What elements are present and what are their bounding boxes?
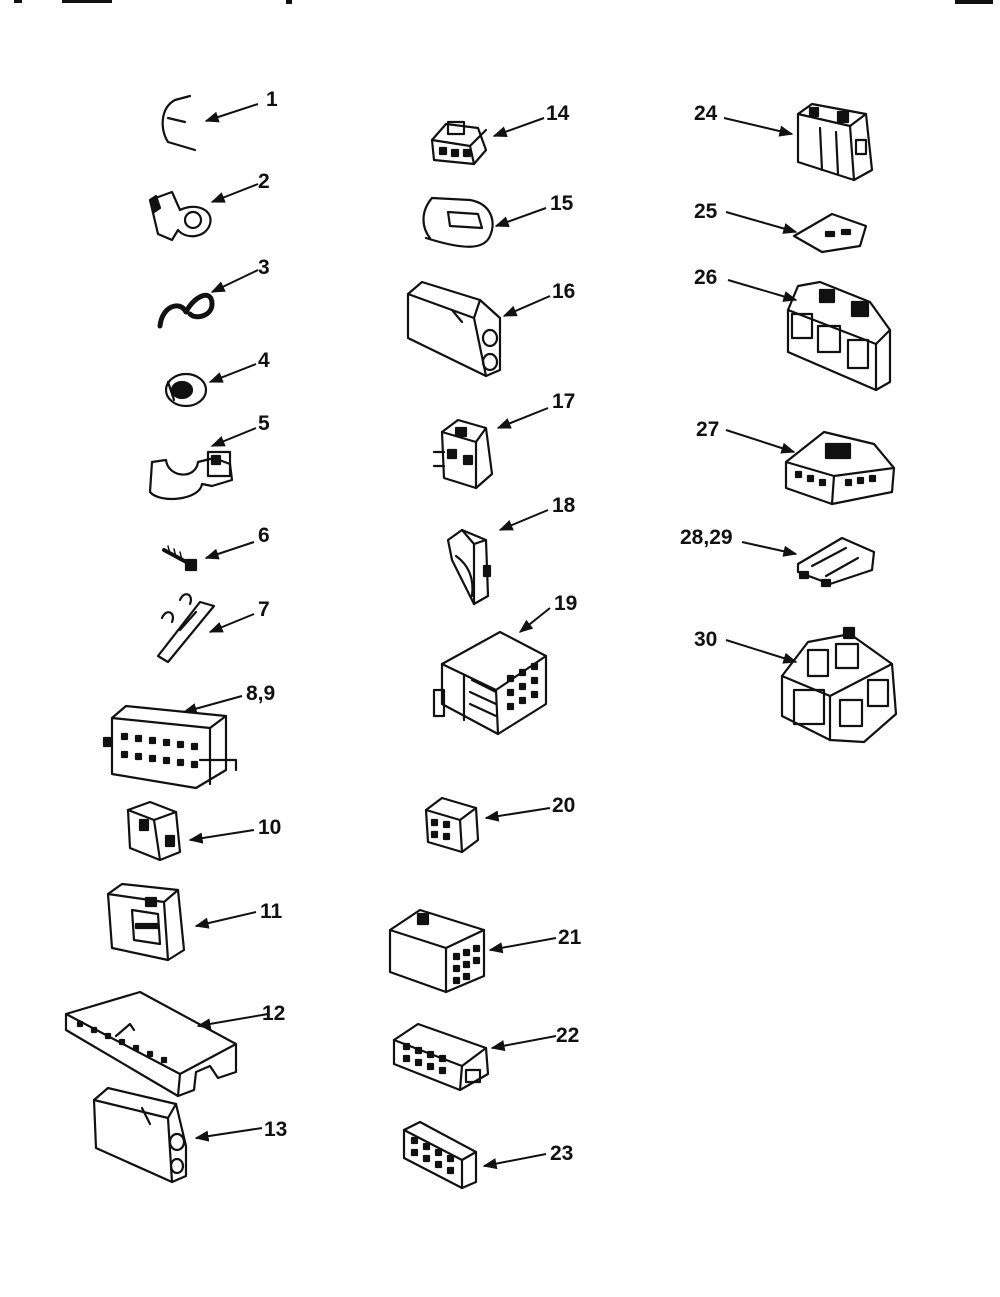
leader-14: [492, 117, 545, 138]
leader-11: [194, 911, 257, 929]
part-17-connector: [432, 418, 494, 490]
leader-8-9: [182, 695, 243, 715]
callout-28-29: 28,29: [680, 526, 733, 549]
part-28-29-clip: [796, 536, 876, 588]
part-26-multi-housing: [786, 280, 892, 392]
part-14-connector: [430, 120, 488, 166]
callout-11: 11: [260, 900, 283, 923]
leader-18: [498, 509, 549, 531]
leader-3: [210, 269, 259, 293]
leader-24: [723, 117, 794, 137]
callout-22: 22: [556, 1024, 579, 1047]
leader-16: [502, 295, 551, 317]
part-1-clip: [161, 94, 197, 152]
callout-10: 10: [258, 816, 281, 839]
callout-19: 19: [554, 592, 577, 615]
leader-30: [725, 639, 798, 664]
leader-12: [196, 1013, 269, 1030]
callout-6: 6: [258, 524, 270, 547]
callout-15: 15: [550, 192, 574, 215]
leader-7: [208, 613, 255, 633]
callout-2: 2: [258, 170, 270, 193]
callout-5: 5: [258, 412, 270, 435]
leader-22: [490, 1035, 557, 1052]
leader-28-29: [741, 541, 798, 557]
callout-16: 16: [552, 280, 575, 303]
part-5-cable-clamp: [148, 450, 234, 500]
callout-26: 26: [694, 266, 717, 289]
part-6-screw: [162, 545, 198, 572]
callout-12: 12: [262, 1002, 285, 1025]
part-21-block-connector: [388, 908, 486, 994]
leader-4: [208, 363, 257, 383]
leader-10: [188, 829, 255, 844]
leader-6: [204, 541, 255, 560]
callout-23: 23: [550, 1142, 573, 1165]
part-30-connector: [780, 626, 898, 744]
leader-17: [496, 407, 549, 429]
part-10-connector: [126, 800, 182, 862]
part-16-housing: [406, 280, 502, 378]
callout-18: 18: [552, 494, 576, 517]
callout-3: 3: [258, 256, 270, 279]
leader-15: [494, 207, 547, 228]
part-7-bracket: [156, 593, 216, 664]
part-8-9-connector: [102, 704, 238, 790]
callout-24: 24: [694, 102, 718, 125]
callout-27: 27: [696, 418, 719, 441]
part-15-sleeve: [422, 196, 494, 248]
leader-2: [210, 183, 259, 203]
callout-21: 21: [558, 926, 582, 949]
part-2-clamp: [148, 190, 212, 242]
part-20-connector: [424, 796, 480, 854]
leader-20: [484, 807, 551, 822]
part-3-spring-clip: [157, 292, 215, 329]
callout-25: 25: [694, 200, 718, 223]
part-13-housing: [92, 1086, 188, 1184]
callout-8-9: 8,9: [246, 682, 275, 705]
leader-13: [194, 1127, 263, 1142]
leader-1: [204, 103, 259, 123]
leader-26: [727, 279, 798, 302]
part-12-terminal-strip: [64, 990, 238, 1098]
callout-30: 30: [694, 628, 717, 651]
leader-27: [725, 429, 796, 454]
scan-edge-marks: [14, 0, 993, 4]
callout-17: 17: [552, 390, 575, 413]
callout-20: 20: [552, 794, 575, 817]
leader-5: [210, 427, 257, 447]
part-18-lock: [446, 528, 492, 606]
callout-13: 13: [264, 1118, 287, 1141]
part-22-connector: [392, 1022, 490, 1092]
callout-4: 4: [258, 349, 270, 372]
part-19-multi-connector: [432, 630, 548, 736]
leader-19: [518, 607, 551, 633]
part-27-connector: [784, 430, 896, 506]
leader-21: [488, 937, 557, 954]
leader-25: [725, 211, 798, 234]
part-11-housing: [106, 882, 186, 962]
part-24-relay-housing: [796, 102, 874, 182]
part-4-grommet: [164, 372, 208, 408]
callout-1: 1: [266, 88, 278, 111]
part-25-plate: [792, 212, 868, 254]
callout-7: 7: [258, 598, 270, 621]
callout-14: 14: [546, 102, 570, 125]
leader-23: [482, 1153, 547, 1170]
part-23-terminal-block: [402, 1120, 478, 1190]
